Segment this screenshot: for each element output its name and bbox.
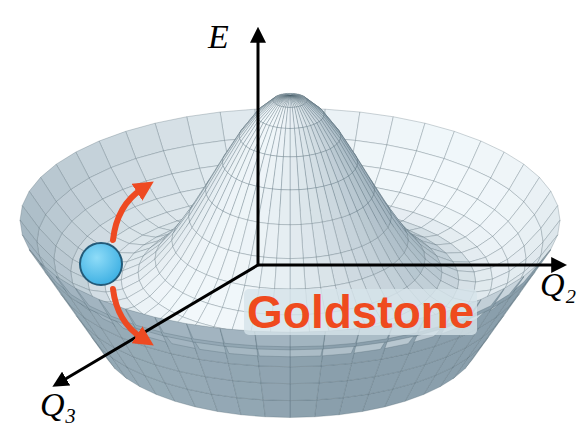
surface-facet: [259, 366, 290, 384]
surface-facet: [290, 107, 294, 128]
surface-facet: [290, 128, 297, 157]
surface-facet: [261, 383, 290, 401]
surface-facet: [187, 112, 225, 145]
surface-facet: [319, 363, 352, 382]
surface-facet: [290, 400, 317, 418]
surface-facet: [275, 258, 290, 289]
surface-facet: [315, 398, 343, 417]
surface-facet: [290, 96, 296, 108]
surface-facet: [22, 235, 45, 269]
ball: [80, 243, 122, 285]
surface-facet: [237, 398, 265, 417]
surface-facet: [187, 324, 225, 344]
surface-facet: [233, 381, 264, 400]
surface-facet: [187, 324, 225, 346]
motion-arrow: [113, 189, 142, 240]
surface-facet: [282, 96, 290, 107]
surface-facet: [290, 157, 299, 190]
motion-arrow: [113, 289, 142, 338]
surface-facet: [290, 258, 305, 289]
axis-label: E: [208, 20, 229, 54]
surface-facet: [284, 96, 290, 108]
mexican-hat-surface: [20, 93, 560, 417]
surface-facet: [286, 96, 290, 108]
surface-facet: [290, 96, 294, 108]
mode-label: Goldstone: [244, 289, 477, 335]
surface-facet: [303, 257, 320, 289]
axis-label: Q₃: [40, 388, 76, 422]
surface-facet: [264, 224, 279, 259]
surface-facet: [263, 400, 290, 418]
surface-facet: [229, 363, 262, 382]
surface-facet: [277, 224, 290, 258]
axes: [62, 38, 556, 381]
surface-facet: [290, 190, 301, 225]
energy-axis: [257, 38, 260, 265]
surface-facet: [290, 96, 292, 108]
surface-facet: [290, 366, 321, 384]
q2-axis: [258, 264, 556, 267]
surface-facet: [317, 381, 348, 400]
surface-facet: [281, 157, 290, 190]
axis-label: Q₂: [540, 268, 576, 302]
surface-facet: [510, 264, 540, 297]
surface-facet: [279, 190, 290, 225]
surface-facet: [356, 112, 394, 145]
surface-facet: [290, 96, 300, 107]
surface-facet: [301, 224, 316, 259]
surface-facet: [290, 383, 319, 401]
surface-facet: [286, 107, 290, 128]
surface-facet: [283, 128, 290, 157]
surface-facet: [259, 257, 276, 289]
surface-facet: [290, 224, 303, 258]
surface-facet: [280, 96, 290, 107]
surface-facet: [288, 96, 290, 108]
surface-facet: [290, 96, 298, 107]
surface-facet: [41, 264, 71, 297]
surface-facet: [155, 317, 193, 339]
